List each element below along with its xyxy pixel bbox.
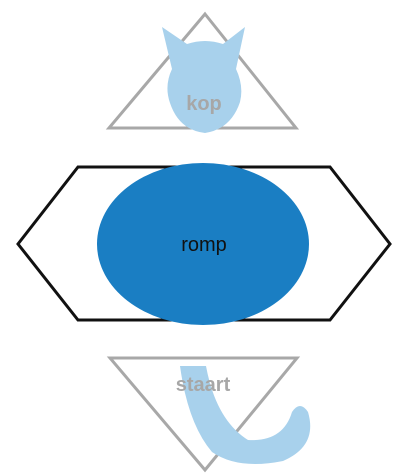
body-section: romp: [16, 163, 392, 325]
body-hexagon-outline: [16, 165, 392, 322]
head-label: kop: [186, 93, 222, 115]
tail-section: staart: [106, 356, 311, 473]
body-label: romp: [181, 234, 227, 256]
cat-head-icon: [162, 27, 245, 133]
tail-triangle-outline: [106, 356, 301, 473]
cat-tail-icon: [180, 366, 311, 464]
tail-label: staart: [176, 374, 231, 396]
body-ellipse: [97, 163, 309, 325]
head-section: kop: [105, 11, 300, 133]
